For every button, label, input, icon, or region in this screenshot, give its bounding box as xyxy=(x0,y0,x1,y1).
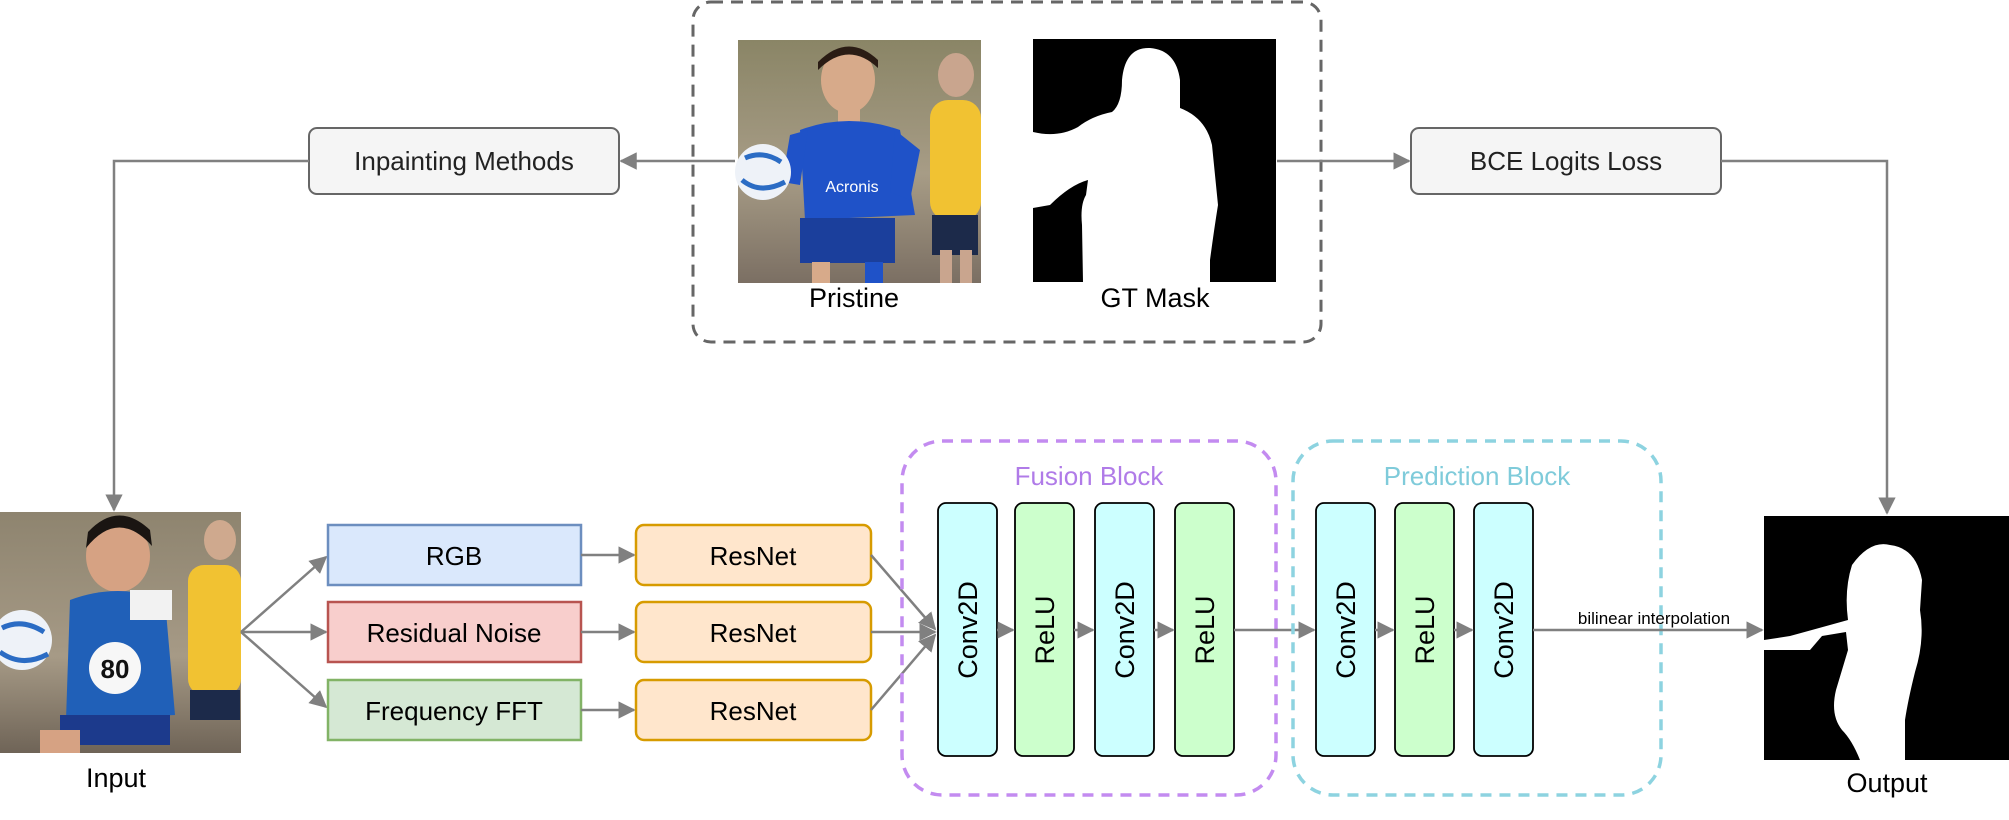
prediction-layer-2: ReLU xyxy=(1394,502,1455,757)
prediction-layer-3: Conv2D xyxy=(1473,502,1534,757)
output-label: Output xyxy=(1846,768,1928,798)
top-arrows xyxy=(105,152,1896,515)
prediction-layer-3-label: Conv2D xyxy=(1489,581,1519,679)
stream-residual-noise: Residual Noise xyxy=(326,600,583,664)
top-group-border xyxy=(691,0,1323,344)
stream-frequency-fft: Frequency FFT xyxy=(326,678,583,742)
rgb-label: RGB xyxy=(426,541,482,571)
pristine-label: Pristine xyxy=(809,283,899,313)
stream-arrows xyxy=(581,546,636,719)
fusion-layer-4-label: ReLU xyxy=(1190,595,1220,664)
gt-mask-label: GT Mask xyxy=(1100,283,1210,313)
frequency-fft-box xyxy=(326,678,583,742)
input-label: Input xyxy=(86,763,147,793)
gt-mask-image xyxy=(1033,39,1276,283)
input-image: 80 xyxy=(0,512,241,753)
fusion-layer-2: ReLU xyxy=(1014,502,1075,757)
resnet-1: ResNet xyxy=(634,523,873,587)
resnet-2-label: ResNet xyxy=(710,618,797,648)
prediction-layer-1: Conv2D xyxy=(1315,502,1376,757)
resnet-1-label: ResNet xyxy=(710,541,797,571)
fusion-layer-1: Conv2D xyxy=(937,502,998,757)
input-arrows xyxy=(240,555,328,709)
fusion-layer-3-label: Conv2D xyxy=(1110,581,1140,679)
fusion-layer-4: ReLU xyxy=(1174,502,1235,757)
stream-rgb: RGB xyxy=(326,523,583,587)
prediction-block-border xyxy=(1291,439,1663,797)
prediction-block-title: Prediction Block xyxy=(1384,461,1571,491)
fusion-layer-1-label: Conv2D xyxy=(953,581,983,679)
prediction-layer-1-label: Conv2D xyxy=(1331,581,1361,679)
resnet-3: ResNet xyxy=(634,678,873,742)
svg-text:80: 80 xyxy=(101,654,130,684)
frequency-fft-label: Frequency FFT xyxy=(365,696,543,726)
fusion-layer-2-label: ReLU xyxy=(1030,595,1060,664)
inpainting-methods-label: Inpainting Methods xyxy=(354,146,574,176)
fusion-layer-3: Conv2D xyxy=(1094,502,1155,757)
prediction-layer-2-label: ReLU xyxy=(1410,595,1440,664)
resnet-arrows xyxy=(870,554,937,711)
interpolation-label: bilinear interpolation xyxy=(1578,609,1730,628)
resnet-3-label: ResNet xyxy=(710,696,797,726)
output-mask-image xyxy=(1764,516,2009,760)
svg-text:Acronis: Acronis xyxy=(825,179,878,196)
fusion-block-border xyxy=(900,439,1278,797)
pristine-image: Acronis xyxy=(735,40,981,283)
residual-noise-label: Residual Noise xyxy=(367,618,542,648)
bce-loss-label: BCE Logits Loss xyxy=(1470,146,1662,176)
resnet-2: ResNet xyxy=(634,600,873,664)
fusion-block-title: Fusion Block xyxy=(1015,461,1165,491)
